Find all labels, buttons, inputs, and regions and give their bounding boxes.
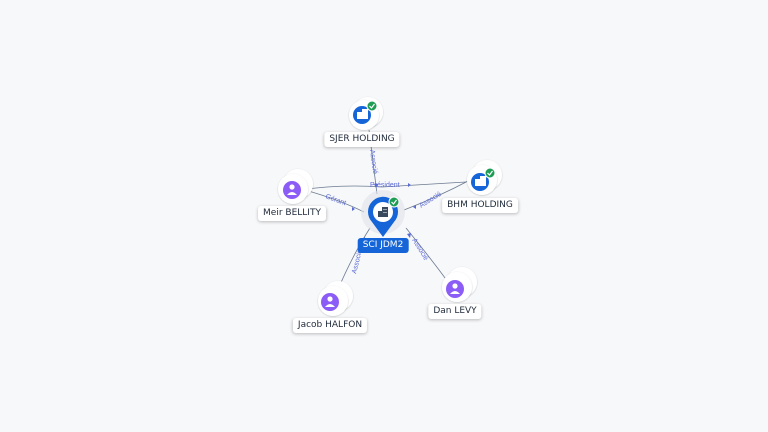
person-icon: [325, 296, 335, 307]
edge-label-dan: Associé: [410, 237, 429, 262]
center-node-label[interactable]: SCI JDM2: [357, 238, 409, 253]
arrow-dan: [407, 233, 411, 238]
arrow-president: [408, 183, 411, 187]
edge-president-bhm: [381, 181, 467, 188]
node-dan-levy[interactable]: [442, 267, 477, 302]
node-label-sjer-holding[interactable]: SJER HOLDING: [324, 132, 400, 147]
node-jacob-halfon[interactable]: [318, 281, 353, 316]
person-icon: [287, 184, 297, 195]
person-icon: [450, 283, 460, 294]
building-icon: [378, 207, 388, 217]
verified-check-icon: [484, 167, 496, 179]
edge-bhm-associe: [403, 179, 471, 211]
person-avatar: [283, 181, 301, 199]
verified-check-icon: [366, 100, 378, 112]
person-avatar: [321, 293, 339, 311]
verified-check-icon: [388, 196, 400, 208]
node-bhm-holding[interactable]: [467, 160, 502, 195]
building-icon: [475, 176, 486, 186]
arrow-gerant: [352, 207, 355, 211]
node-sjer-holding[interactable]: [349, 97, 383, 130]
node-meir-bellity[interactable]: [278, 169, 313, 204]
node-center-sci-jdm2[interactable]: [361, 190, 405, 237]
node-label-meir-bellity[interactable]: Meir BELLITY: [258, 206, 326, 221]
node-label-bhm-holding[interactable]: BHM HOLDING: [442, 198, 518, 213]
edge-label-meir-gerant: Gérant: [324, 193, 347, 207]
edge-label-meir-president: Président: [370, 182, 400, 189]
building-icon: [357, 109, 368, 119]
arrow-bhm: [413, 205, 416, 209]
node-label-jacob-halfon[interactable]: Jacob HALFON: [292, 318, 368, 333]
arrow-sjer: [374, 184, 378, 188]
edge-label-sjer: Associé: [368, 149, 378, 174]
edge-label-bhm: Associé: [418, 191, 443, 210]
person-avatar: [446, 280, 464, 298]
node-label-dan-levy[interactable]: Dan LEVY: [428, 304, 482, 319]
